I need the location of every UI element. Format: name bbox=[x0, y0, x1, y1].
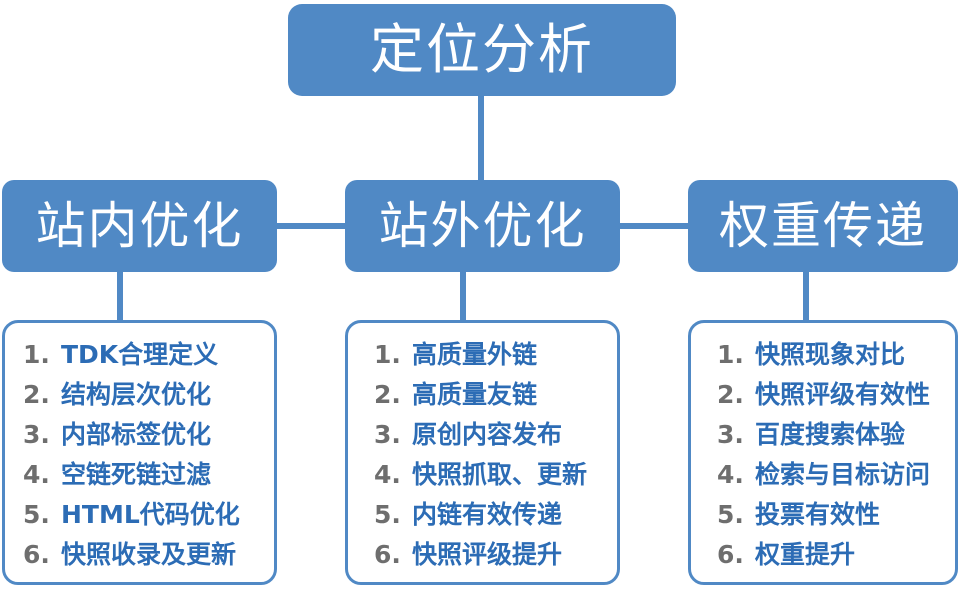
list-item-label: 权重提升 bbox=[755, 540, 856, 569]
list-item-label: 结构层次优化 bbox=[61, 380, 212, 409]
list-item-label: 空链死链过滤 bbox=[61, 460, 212, 489]
list-item-number: 5. bbox=[374, 500, 401, 529]
list-item-label: 内链有效传递 bbox=[412, 500, 563, 529]
connector-offsite-to-panel bbox=[460, 268, 466, 324]
list-item[interactable]: 2. 结构层次优化 bbox=[23, 375, 264, 415]
list-item[interactable]: 3. 百度搜索体验 bbox=[717, 415, 945, 455]
list-item-label: 高质量外链 bbox=[412, 340, 538, 369]
list-item-label: 快照抓取、更新 bbox=[412, 460, 588, 489]
connector-root-to-offsite bbox=[478, 92, 484, 184]
list-item[interactable]: 2. 高质量友链 bbox=[374, 375, 607, 415]
list-item-number: 2. bbox=[717, 380, 744, 409]
list-item-number: 1. bbox=[23, 340, 50, 369]
list-offsite-optimization: 1. 高质量外链 2. 高质量友链 3. 原创内容发布 4. 快照抓取、更新 5… bbox=[374, 335, 607, 575]
node-weight-transfer[interactable]: 权重传递 bbox=[688, 180, 958, 272]
list-onsite-optimization: 1. TDK合理定义 2. 结构层次优化 3. 内部标签优化 4. 空链死链过滤… bbox=[23, 335, 264, 575]
connector-offsite-to-weight bbox=[614, 223, 694, 229]
list-item-label: 高质量友链 bbox=[412, 380, 538, 409]
list-item-label: 快照收录及更新 bbox=[61, 540, 237, 569]
list-item[interactable]: 5. 内链有效传递 bbox=[374, 495, 607, 535]
list-item-number: 5. bbox=[717, 500, 744, 529]
list-item-label: 内部标签优化 bbox=[61, 420, 212, 449]
connector-onsite-to-panel bbox=[117, 268, 123, 324]
list-item-number: 3. bbox=[374, 420, 401, 449]
list-item-number: 1. bbox=[717, 340, 744, 369]
list-item[interactable]: 6. 权重提升 bbox=[717, 535, 945, 575]
node-onsite-optimization[interactable]: 站内优化 bbox=[2, 180, 277, 272]
list-item-number: 6. bbox=[374, 540, 401, 569]
list-item-label: 快照评级有效性 bbox=[755, 380, 931, 409]
list-item-number: 2. bbox=[374, 380, 401, 409]
node-weight-transfer-label: 权重传递 bbox=[719, 197, 927, 255]
list-item-label: 检索与目标访问 bbox=[755, 460, 931, 489]
panel-offsite-optimization-items: 1. 高质量外链 2. 高质量友链 3. 原创内容发布 4. 快照抓取、更新 5… bbox=[345, 320, 620, 585]
list-item[interactable]: 1. TDK合理定义 bbox=[23, 335, 264, 375]
list-item-label: HTML代码优化 bbox=[61, 500, 240, 529]
list-item-number: 3. bbox=[23, 420, 50, 449]
list-item[interactable]: 1. 高质量外链 bbox=[374, 335, 607, 375]
node-positioning-analysis-label: 定位分析 bbox=[370, 18, 594, 81]
list-item[interactable]: 5. 投票有效性 bbox=[717, 495, 945, 535]
list-item-number: 1. bbox=[374, 340, 401, 369]
list-item[interactable]: 1. 快照现象对比 bbox=[717, 335, 945, 375]
list-item-number: 2. bbox=[23, 380, 50, 409]
list-item-number: 5. bbox=[23, 500, 50, 529]
list-item[interactable]: 4. 快照抓取、更新 bbox=[374, 455, 607, 495]
panel-onsite-optimization-items: 1. TDK合理定义 2. 结构层次优化 3. 内部标签优化 4. 空链死链过滤… bbox=[2, 320, 277, 585]
list-item[interactable]: 2. 快照评级有效性 bbox=[717, 375, 945, 415]
list-item-label: 快照现象对比 bbox=[755, 340, 906, 369]
node-onsite-optimization-label: 站内优化 bbox=[35, 197, 244, 255]
list-item-label: 快照评级提升 bbox=[412, 540, 563, 569]
list-item-label: 百度搜索体验 bbox=[755, 420, 906, 449]
list-item[interactable]: 5. HTML代码优化 bbox=[23, 495, 264, 535]
list-item-number: 3. bbox=[717, 420, 744, 449]
list-weight-transfer: 1. 快照现象对比 2. 快照评级有效性 3. 百度搜索体验 4. 检索与目标访… bbox=[717, 335, 945, 575]
list-item-number: 4. bbox=[717, 460, 744, 489]
list-item-number: 6. bbox=[23, 540, 50, 569]
list-item-label: TDK合理定义 bbox=[61, 340, 219, 369]
connector-onsite-to-offsite bbox=[271, 223, 351, 229]
list-item-label: 投票有效性 bbox=[755, 500, 881, 529]
list-item[interactable]: 4. 检索与目标访问 bbox=[717, 455, 945, 495]
list-item[interactable]: 3. 原创内容发布 bbox=[374, 415, 607, 455]
list-item[interactable]: 6. 快照评级提升 bbox=[374, 535, 607, 575]
list-item-number: 4. bbox=[374, 460, 401, 489]
list-item-label: 原创内容发布 bbox=[412, 420, 563, 449]
node-positioning-analysis[interactable]: 定位分析 bbox=[288, 4, 676, 96]
list-item[interactable]: 6. 快照收录及更新 bbox=[23, 535, 264, 575]
list-item[interactable]: 4. 空链死链过滤 bbox=[23, 455, 264, 495]
list-item-number: 6. bbox=[717, 540, 744, 569]
list-item[interactable]: 3. 内部标签优化 bbox=[23, 415, 264, 455]
node-offsite-optimization[interactable]: 站外优化 bbox=[345, 180, 620, 272]
panel-weight-transfer-items: 1. 快照现象对比 2. 快照评级有效性 3. 百度搜索体验 4. 检索与目标访… bbox=[688, 320, 958, 585]
connector-weight-to-panel bbox=[803, 268, 809, 324]
node-offsite-optimization-label: 站外优化 bbox=[378, 197, 587, 255]
list-item-number: 4. bbox=[23, 460, 50, 489]
